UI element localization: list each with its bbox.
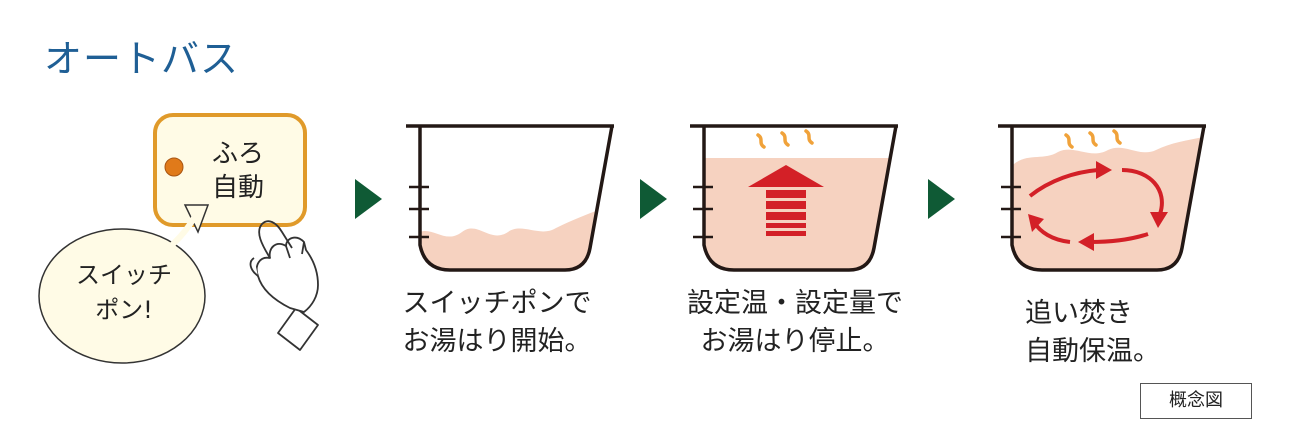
- tub-step1: [406, 124, 614, 272]
- step3-caption: 追い焚き 自動保温。: [1025, 295, 1175, 371]
- pointing-hand-icon: [249, 220, 319, 351]
- step2-caption: 設定温・設定量で お湯はり停止。: [680, 285, 910, 361]
- step1-caption: スイッチポンで お湯はり開始。: [397, 285, 597, 361]
- button-label-line1: ふろ: [212, 139, 264, 169]
- step1-caption-line1: スイッチポンで: [402, 288, 592, 319]
- indicator-lamp-icon: [164, 157, 184, 177]
- step3-caption-line2: 自動保温。: [1025, 336, 1160, 367]
- concept-diagram-badge: 概念図: [1140, 383, 1252, 419]
- play-arrow-icon-3: [928, 179, 955, 219]
- steam-icon: [756, 129, 814, 149]
- water-low: [420, 205, 612, 270]
- button-label-line2: 自動: [212, 173, 264, 203]
- steam-icon: [1064, 129, 1122, 149]
- tub-step3: [998, 124, 1206, 272]
- bubble-body: [38, 228, 206, 364]
- water-circulating: [1012, 136, 1204, 270]
- up-arrow-icon: [748, 165, 824, 236]
- step2-caption-line2: お湯はり停止。: [700, 326, 890, 357]
- step3-caption-line1: 追い焚き: [1025, 298, 1133, 329]
- play-arrow-icon-1: [355, 179, 382, 219]
- speech-bubble: スイッチ ポン!: [38, 204, 210, 364]
- remote-button-panel: ふろ 自動: [153, 113, 307, 227]
- tub-step2: [690, 124, 898, 272]
- step2-caption-line1: 設定温・設定量で: [687, 288, 903, 319]
- bubble-text-line2: ポン!: [95, 296, 153, 324]
- bubble-text-line1: スイッチ: [76, 261, 172, 289]
- remote-button-frame: [153, 113, 307, 227]
- play-arrow-icon-2: [640, 179, 667, 219]
- page-title: オートバス: [44, 37, 240, 81]
- tub-outline: [418, 125, 614, 272]
- step1-caption-line2: お湯はり開始。: [402, 326, 592, 357]
